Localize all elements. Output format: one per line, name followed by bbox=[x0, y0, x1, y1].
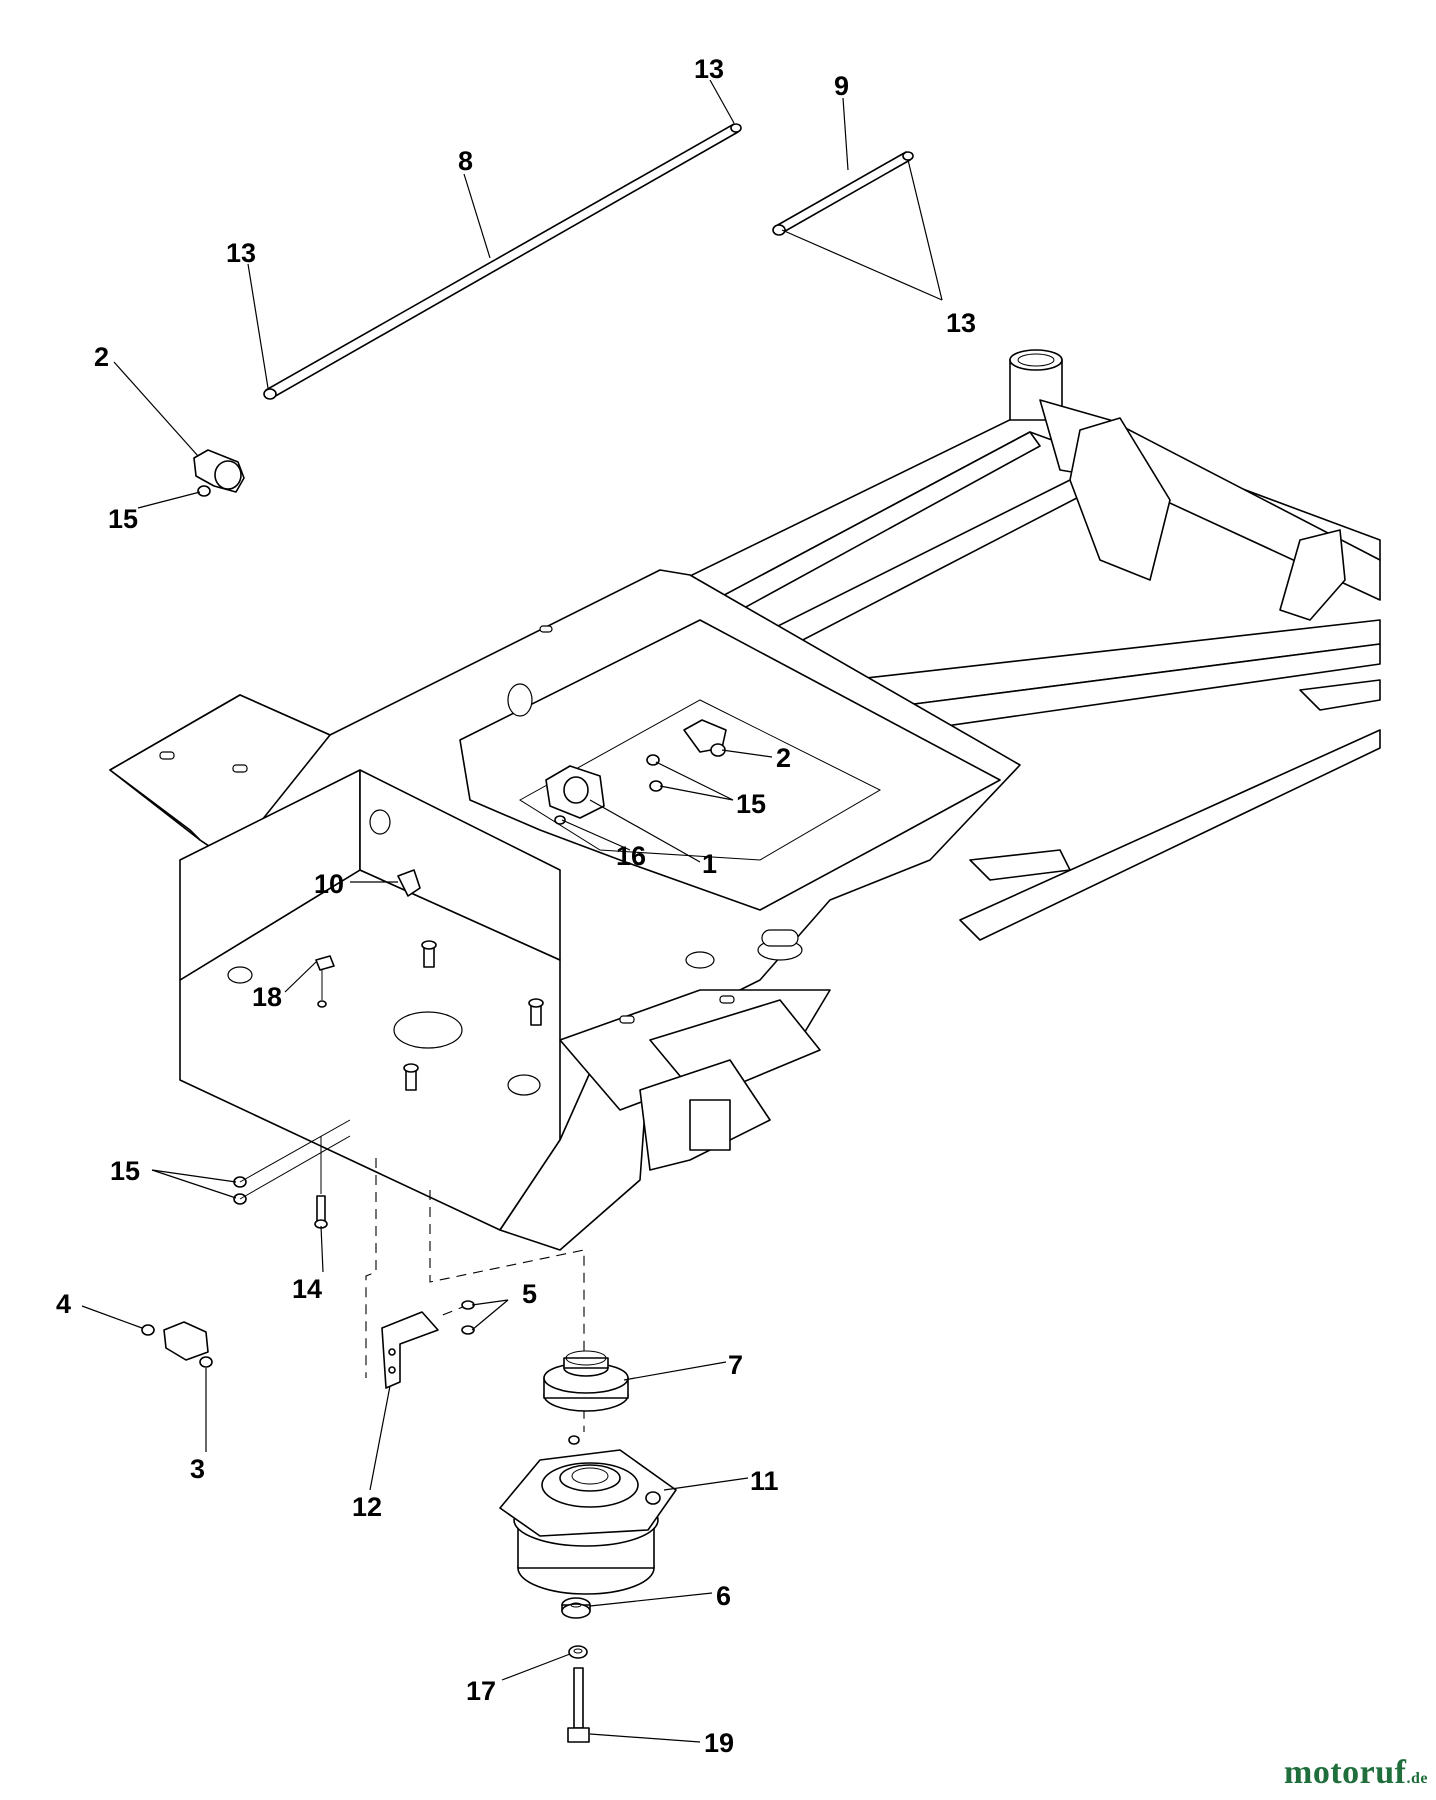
rod-9 bbox=[772, 151, 914, 236]
pulley-7 bbox=[543, 1350, 629, 1412]
lockwasher-17 bbox=[568, 1645, 588, 1659]
callouts: 13 8 9 13 13 2 15 2 15 16 1 10 18 15 14 … bbox=[56, 54, 976, 1758]
bracket-2-right bbox=[646, 719, 727, 792]
callout-17: 17 bbox=[466, 1676, 496, 1706]
bolt-18 bbox=[315, 955, 335, 1008]
bolt-14 bbox=[314, 1195, 328, 1229]
callout-15: 15 bbox=[108, 504, 138, 534]
clutch-11 bbox=[499, 1435, 677, 1595]
callout-18: 18 bbox=[252, 982, 282, 1012]
callout-13: 13 bbox=[694, 54, 724, 84]
callout-13: 13 bbox=[946, 308, 976, 338]
bracket-12 bbox=[381, 1300, 475, 1389]
callout-9: 9 bbox=[834, 71, 849, 101]
leader-lines bbox=[81, 79, 943, 1743]
callout-15: 15 bbox=[110, 1156, 140, 1186]
callout-13: 13 bbox=[226, 238, 256, 268]
deck-studs bbox=[403, 940, 544, 1091]
rod-8 bbox=[263, 123, 742, 400]
frame-deck bbox=[109, 569, 1021, 1251]
callout-5: 5 bbox=[522, 1279, 537, 1309]
callout-1: 1 bbox=[702, 849, 717, 879]
fitting-3 bbox=[141, 1321, 213, 1368]
bolt-19 bbox=[567, 1667, 590, 1743]
pivot-1 bbox=[545, 765, 605, 825]
callout-2: 2 bbox=[94, 342, 109, 372]
callout-4: 4 bbox=[56, 1289, 71, 1319]
bracket-2-left bbox=[193, 449, 245, 497]
callout-6: 6 bbox=[716, 1581, 731, 1611]
callout-16: 16 bbox=[616, 841, 646, 871]
nuts-15-front bbox=[233, 1176, 247, 1205]
callout-12: 12 bbox=[352, 1492, 382, 1522]
callout-15: 15 bbox=[736, 789, 766, 819]
callout-2: 2 bbox=[776, 743, 791, 773]
callout-10: 10 bbox=[314, 869, 344, 899]
callout-7: 7 bbox=[728, 1350, 743, 1380]
callout-11: 11 bbox=[750, 1466, 779, 1496]
watermark-logo: motoruf.de bbox=[1284, 1754, 1428, 1792]
washer-6 bbox=[561, 1597, 591, 1619]
bracket-10 bbox=[397, 869, 421, 897]
callout-19: 19 bbox=[704, 1728, 734, 1758]
callout-3: 3 bbox=[190, 1454, 205, 1484]
callout-8: 8 bbox=[458, 146, 473, 176]
callout-14: 14 bbox=[292, 1274, 322, 1304]
watermark-suffix: .de bbox=[1406, 1770, 1428, 1787]
watermark-name: motoruf bbox=[1284, 1754, 1407, 1791]
